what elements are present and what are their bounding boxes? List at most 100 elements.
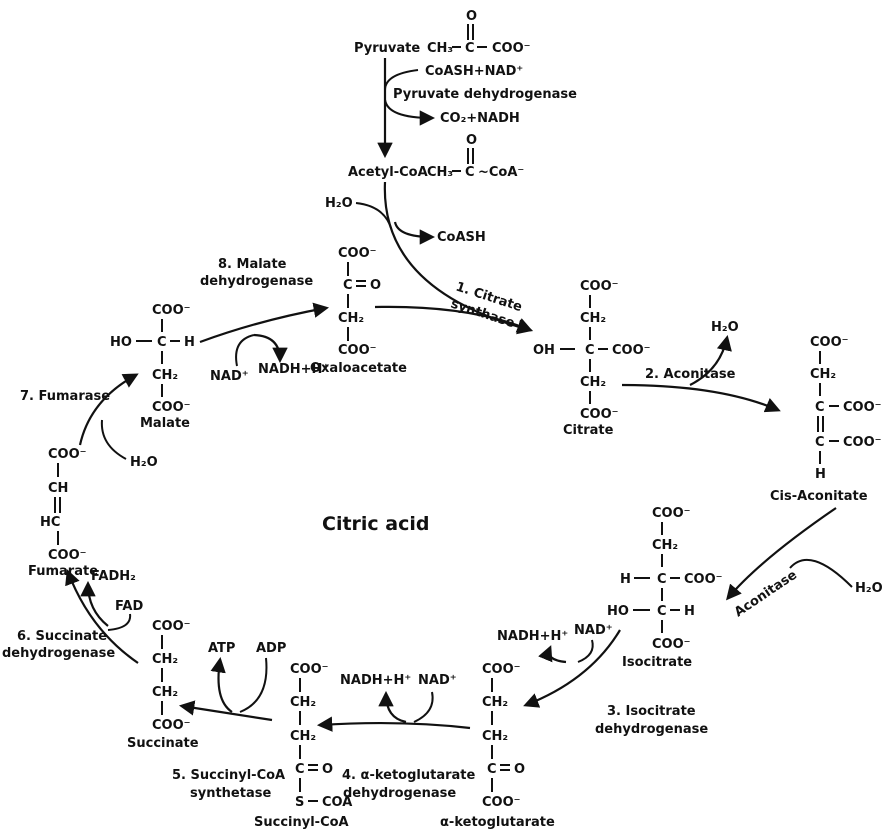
malate-h: H bbox=[184, 335, 195, 350]
iso-coo-top: COO⁻ bbox=[652, 506, 691, 521]
acetyl-coa-label: Acetyl-CoA bbox=[348, 165, 428, 180]
oaa-label: Oxaloacetate bbox=[310, 361, 407, 376]
succinate-structure: COO⁻ CH₂ CH₂ COO⁻ Succinate bbox=[127, 619, 199, 751]
scoa-ch2-2: CH₂ bbox=[290, 729, 316, 744]
pyruvate-products: CO₂+NADH bbox=[440, 111, 520, 126]
citrate-c: C bbox=[585, 343, 595, 358]
akg-label: α-ketoglutarate bbox=[440, 815, 555, 830]
pyruvate-o: O bbox=[466, 9, 477, 24]
acetyl-ch3: CH₃ bbox=[427, 165, 453, 180]
akg-structure: COO⁻ CH₂ CH₂ C O COO⁻ α-ketoglutarate bbox=[440, 662, 555, 830]
fumarate-hc: HC bbox=[40, 515, 60, 530]
oxaloacetate-structure: COO⁻ C O CH₂ COO⁻ Oxaloacetate bbox=[310, 246, 407, 376]
step5-atp: ATP bbox=[208, 641, 235, 656]
succinate-ch2-2: CH₂ bbox=[152, 685, 178, 700]
step2-water: H₂O bbox=[711, 320, 739, 335]
scoa-ch2-1: CH₂ bbox=[290, 695, 316, 710]
step8-nadh: NADH+H⁺ bbox=[258, 362, 329, 377]
cis-coo-top: COO⁻ bbox=[810, 335, 849, 350]
iso-h: H bbox=[620, 572, 631, 587]
succinate-coo-top: COO⁻ bbox=[152, 619, 191, 634]
oaa-c: C bbox=[343, 278, 353, 293]
step8-enzyme-l1: 8. Malate bbox=[218, 257, 287, 272]
citrate-coo-right: COO⁻ bbox=[612, 343, 651, 358]
step6-enzyme-l2: dehydrogenase bbox=[2, 646, 115, 661]
scoa-o: O bbox=[322, 762, 333, 777]
acetyl-c: C bbox=[465, 165, 475, 180]
step4-nad: NAD⁺ bbox=[418, 673, 457, 688]
oaa-ch2: CH₂ bbox=[338, 311, 364, 326]
condensation-water: H₂O bbox=[325, 196, 353, 211]
step8-enzyme-l2: dehydrogenase bbox=[200, 274, 313, 289]
pyruvate-structure: Pyruvate O CH₃ C COO⁻ CoASH+NAD⁺ Pyruvat… bbox=[354, 9, 577, 126]
citrate-oh: OH bbox=[533, 343, 555, 358]
oaa-coo-bottom: COO⁻ bbox=[338, 343, 377, 358]
malate-c: C bbox=[157, 335, 167, 350]
step6-enzyme-l1: 6. Succinate bbox=[17, 629, 107, 644]
iso-ch2: CH₂ bbox=[652, 538, 678, 553]
step7-water: H₂O bbox=[130, 455, 158, 470]
akg-c: C bbox=[487, 762, 497, 777]
succinate-coo-bottom: COO⁻ bbox=[152, 718, 191, 733]
step5-enzyme-l1: 5. Succinyl-CoA bbox=[172, 768, 285, 783]
isocitrate-structure: COO⁻ CH₂ H C COO⁻ HO C H COO⁻ Isocitrate bbox=[607, 506, 723, 670]
step5-enzyme-l2: synthetase bbox=[190, 786, 271, 801]
step5-adp: ADP bbox=[256, 641, 286, 656]
step3-enzyme-l1: 3. Isocitrate bbox=[607, 704, 696, 719]
akg-ch2-2: CH₂ bbox=[482, 729, 508, 744]
akg-ch2-1: CH₂ bbox=[482, 695, 508, 710]
step2b-water: H₂O bbox=[855, 581, 883, 596]
iso-ho: HO bbox=[607, 604, 629, 619]
pyruvate-label: Pyruvate bbox=[354, 41, 420, 56]
scoa-coo-top: COO⁻ bbox=[290, 662, 329, 677]
citrate-ch2-bottom: CH₂ bbox=[580, 375, 606, 390]
malate-coo-bottom: COO⁻ bbox=[152, 400, 191, 415]
step2-enzyme: 2. Aconitase bbox=[645, 367, 736, 382]
malate-ch2: CH₂ bbox=[152, 368, 178, 383]
acetyl-coa-structure: Acetyl-CoA O CH₃ C ~CoA⁻ bbox=[348, 133, 524, 180]
cis-c2: C bbox=[815, 435, 825, 450]
iso-c2: C bbox=[657, 604, 667, 619]
fumarate-ch: CH bbox=[48, 481, 68, 496]
acetyl-o: O bbox=[466, 133, 477, 148]
citrate-ch2-top: CH₂ bbox=[580, 311, 606, 326]
scoa-s: S bbox=[295, 795, 304, 810]
succinate-label: Succinate bbox=[127, 736, 199, 751]
iso-h2: H bbox=[684, 604, 695, 619]
fumarate-structure: COO⁻ CH HC COO⁻ Fumarate bbox=[28, 447, 98, 579]
pyruvate-cofactors: CoASH+NAD⁺ bbox=[425, 64, 523, 79]
pyruvate-ch3: CH₃ bbox=[427, 41, 453, 56]
akg-o: O bbox=[514, 762, 525, 777]
malate-ho: HO bbox=[110, 335, 132, 350]
malate-coo-top: COO⁻ bbox=[152, 303, 191, 318]
cis-h: H bbox=[815, 467, 826, 482]
succinyl-coa-structure: COO⁻ CH₂ CH₂ C O S COA Succinyl-CoA bbox=[254, 662, 352, 830]
cis-aconitate-label: Cis-Aconitate bbox=[770, 489, 868, 504]
succinyl-coa-label: Succinyl-CoA bbox=[254, 815, 349, 830]
fumarate-coo-top: COO⁻ bbox=[48, 447, 87, 462]
malate-label: Malate bbox=[140, 416, 190, 431]
step3-enzyme-l2: dehydrogenase bbox=[595, 722, 708, 737]
malate-structure: COO⁻ HO C H CH₂ COO⁻ Malate bbox=[110, 303, 195, 431]
citrate-label: Citrate bbox=[563, 423, 614, 438]
isocitrate-label: Isocitrate bbox=[622, 655, 692, 670]
pyruvate-coo: COO⁻ bbox=[492, 41, 531, 56]
iso-coo-bottom: COO⁻ bbox=[652, 637, 691, 652]
succinate-ch2-1: CH₂ bbox=[152, 652, 178, 667]
oaa-coo-top: COO⁻ bbox=[338, 246, 377, 261]
pyruvate-enzyme: Pyruvate dehydrogenase bbox=[393, 87, 577, 102]
step8-nad: NAD⁺ bbox=[210, 369, 249, 384]
pyruvate-c: C bbox=[465, 41, 475, 56]
fumarate-coo-bottom: COO⁻ bbox=[48, 548, 87, 563]
cis-coo2: COO⁻ bbox=[843, 435, 882, 450]
step4-enzyme-l1: 4. α-ketoglutarate bbox=[342, 768, 475, 783]
condensation-coash: CoASH bbox=[437, 230, 486, 245]
cis-c1: C bbox=[815, 400, 825, 415]
step3-nad: NAD⁺ bbox=[574, 623, 613, 638]
acetyl-coa-group: ~CoA⁻ bbox=[478, 165, 524, 180]
step7-enzyme: 7. Fumarase bbox=[20, 389, 110, 404]
akg-coo-bottom: COO⁻ bbox=[482, 795, 521, 810]
step4-nadh: NADH+H⁺ bbox=[340, 673, 411, 688]
